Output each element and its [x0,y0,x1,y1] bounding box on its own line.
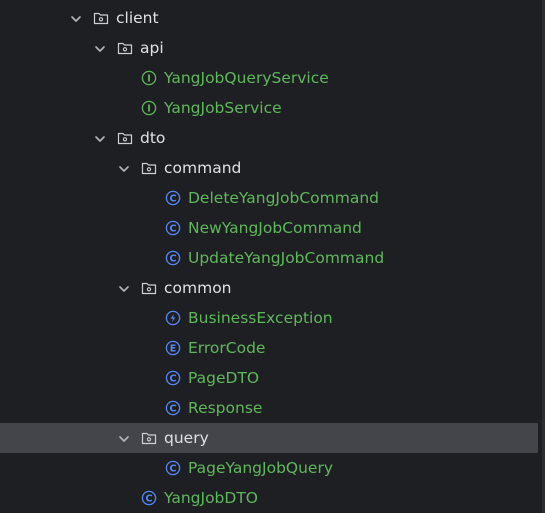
class-icon: C [141,490,157,506]
svg-text:C: C [146,493,153,504]
tree-item-api[interactable]: api [0,33,545,63]
tree-item-errorcode[interactable]: E ErrorCode [0,333,545,363]
tree-item-label: ErrorCode [188,339,266,357]
chevron-down-icon[interactable] [117,281,131,295]
chevron-down-icon[interactable] [117,431,131,445]
svg-text:C: C [170,373,177,384]
chevron-down-icon[interactable] [117,161,131,175]
chevron-down-icon[interactable] [93,41,107,55]
tree-item-label: YangJobQueryService [164,69,329,87]
chevron-down-icon[interactable] [93,131,107,145]
tree-item-label: query [164,429,209,447]
tree-item-label: client [116,9,159,27]
class-icon: C [165,370,181,386]
tree-item-label: YangJobDTO [164,489,258,507]
tree-item-label: command [164,159,242,177]
folder-package-icon [141,430,157,446]
tree-item-query[interactable]: query [0,423,538,453]
chevron-down-icon[interactable] [69,11,83,25]
svg-text:C: C [170,223,177,234]
interface-icon: I [141,100,157,116]
folder-package-icon [141,280,157,296]
interface-icon: I [141,70,157,86]
tree-item-label: UpdateYangJobCommand [188,249,385,267]
tree-item-deleteyangjobcommand[interactable]: C DeleteYangJobCommand [0,183,545,213]
svg-text:I: I [147,103,151,114]
svg-text:C: C [170,253,177,264]
class-icon: C [165,250,181,266]
tree-item-label: BusinessException [188,309,333,327]
svg-text:C: C [170,193,177,204]
tree-item-label: DeleteYangJobCommand [188,189,379,207]
tree-item-label: dto [140,129,166,147]
tree-item-newyangjobcommand[interactable]: C NewYangJobCommand [0,213,545,243]
folder-package-icon [141,160,157,176]
tree-item-label: common [164,279,232,297]
tree-item-yangjobqueryservice[interactable]: I YangJobQueryService [0,63,545,93]
folder-package-icon [93,10,109,26]
tree-item-yangjobservice[interactable]: I YangJobService [0,93,545,123]
tree-item-response[interactable]: C Response [0,393,545,423]
svg-text:C: C [170,463,177,474]
tree-item-label: PageDTO [188,369,260,387]
tree-item-dto[interactable]: dto [0,123,545,153]
enum-icon: E [165,340,181,356]
class-icon: C [165,190,181,206]
tree-item-label: PageYangJobQuery [188,459,334,477]
tree-item-pagedto[interactable]: C PageDTO [0,363,545,393]
tree-item-label: YangJobService [164,99,282,117]
tree-item-label: NewYangJobCommand [188,219,362,237]
svg-text:I: I [147,73,151,84]
tree-item-businessexception[interactable]: BusinessException [0,303,545,333]
svg-text:E: E [170,343,177,354]
vertical-scrollbar[interactable] [542,0,545,513]
tree-item-yangjobdto[interactable]: C YangJobDTO [0,483,545,513]
folder-package-icon [117,130,133,146]
tree-item-label: api [140,39,164,57]
folder-package-icon [117,40,133,56]
exception-icon [165,310,181,326]
class-icon: C [165,460,181,476]
tree-item-client[interactable]: client [0,3,545,33]
tree-item-updateyangjobcommand[interactable]: C UpdateYangJobCommand [0,243,545,273]
tree-item-label: Response [188,399,263,417]
class-icon: C [165,220,181,236]
tree-item-command[interactable]: command [0,153,545,183]
class-icon: C [165,400,181,416]
tree-item-pageyangjobquery[interactable]: C PageYangJobQuery [0,453,545,483]
svg-text:C: C [170,403,177,414]
tree-item-common[interactable]: common [0,273,545,303]
